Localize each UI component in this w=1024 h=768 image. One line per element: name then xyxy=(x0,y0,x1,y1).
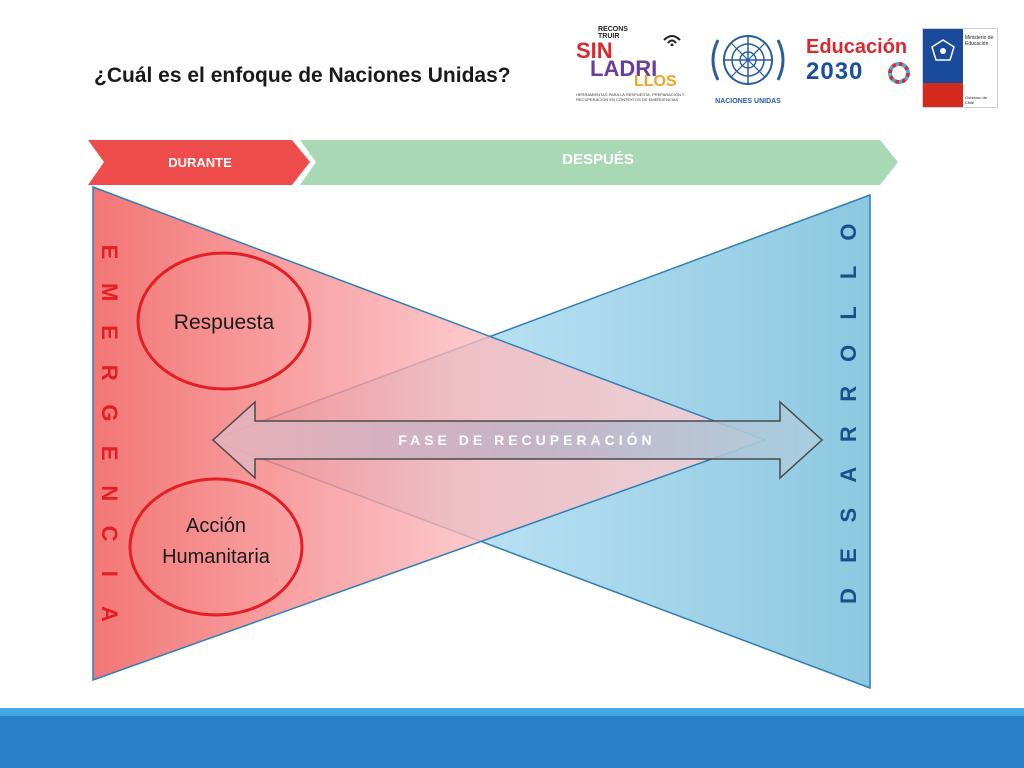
desarrollo-letter: E xyxy=(836,548,861,563)
during-phase-tab xyxy=(88,140,310,185)
response-label: Respuesta xyxy=(174,311,275,334)
humanitarian-label-line1: Acción xyxy=(186,515,246,537)
desarrollo-letter: L xyxy=(836,306,861,319)
page-title: ¿Cuál es el enfoque de Naciones Unidas? xyxy=(94,64,511,87)
un-label: NACIONES UNIDAS xyxy=(715,98,781,105)
ministry-line1: Ministerio de xyxy=(965,35,994,41)
sin-ladrillos-logo: RECONS TRUIR SIN LADRI LLOS HERRAMIENTAS… xyxy=(574,24,698,108)
logo-strip: RECONS TRUIR SIN LADRI LLOS HERRAMIENTAS… xyxy=(574,24,998,108)
ministry-logo: Ministerio de Educación Gobierno de Chil… xyxy=(922,24,998,108)
un-logo: NACIONES UNIDAS xyxy=(704,24,792,108)
emergencia-letter: A xyxy=(97,606,122,622)
ministry-footer: Gobierno de Chile xyxy=(965,95,988,105)
desarrollo-letter: O xyxy=(836,345,861,362)
desarrollo-letter: D xyxy=(836,588,861,604)
recovery-double-arrow xyxy=(211,400,824,480)
education-2030-logo: Educación 2030 xyxy=(802,24,912,108)
emergency-development-diagram: DURANTE DESPUÉS FASE DE RECUPERACIÓN Res… xyxy=(88,140,898,690)
wifi-icon xyxy=(663,35,681,46)
during-phase-label: DURANTE xyxy=(168,155,232,170)
ministry-name: Ministerio de Educación xyxy=(965,35,995,47)
emergencia-letter: R xyxy=(97,365,122,381)
desarrollo-letter: O xyxy=(836,223,861,240)
education-year: 2030 xyxy=(806,58,864,85)
emergencia-letter: E xyxy=(97,245,122,260)
emergencia-letter: G xyxy=(97,404,122,421)
logo-text-sin: SIN xyxy=(576,38,613,63)
coat-of-arms-icon xyxy=(931,39,955,61)
desarrollo-letter: L xyxy=(836,266,861,279)
emergencia-letter: C xyxy=(97,526,122,542)
after-phase-label: DESPUÉS xyxy=(562,151,634,168)
humanitarian-circle xyxy=(128,477,304,617)
recovery-phase-label: FASE DE RECUPERACIÓN xyxy=(398,431,655,448)
logo-text-truir: TRUIR xyxy=(598,33,620,40)
desarrollo-vertical-text: D E S A R R O L L O xyxy=(836,223,861,604)
logo-text-recons: RECONS xyxy=(598,26,628,33)
un-emblem-icon xyxy=(711,35,785,85)
education-word: Educación xyxy=(806,36,908,58)
footer-accent-bar xyxy=(0,708,1024,716)
ministry-line2: Educación xyxy=(965,41,989,47)
emergencia-letter: I xyxy=(97,571,122,577)
emergencia-letter: E xyxy=(97,325,122,340)
after-phase-tab xyxy=(300,140,898,185)
emergencia-letter: E xyxy=(97,446,122,461)
emergencia-vertical-text: E M E R G E N C I A xyxy=(97,245,122,622)
logo-subtitle: HERRAMIENTAS PARA LA RESPUESTA, PREPARAC… xyxy=(576,92,685,102)
footer-bar xyxy=(0,716,1024,768)
humanitarian-label-line2: Humanitaria xyxy=(162,546,271,568)
sdg-wheel-icon xyxy=(888,62,910,84)
emergencia-letter: N xyxy=(97,485,122,501)
desarrollo-letter: R xyxy=(836,386,861,402)
emergencia-letter: M xyxy=(97,283,122,301)
desarrollo-letter: A xyxy=(836,467,861,483)
desarrollo-letter: R xyxy=(836,426,861,442)
desarrollo-letter: S xyxy=(836,508,861,523)
logo-text-llos: LLOS xyxy=(634,73,677,90)
logo-text-ladri: LADRI xyxy=(590,56,658,81)
response-circle xyxy=(136,251,312,391)
